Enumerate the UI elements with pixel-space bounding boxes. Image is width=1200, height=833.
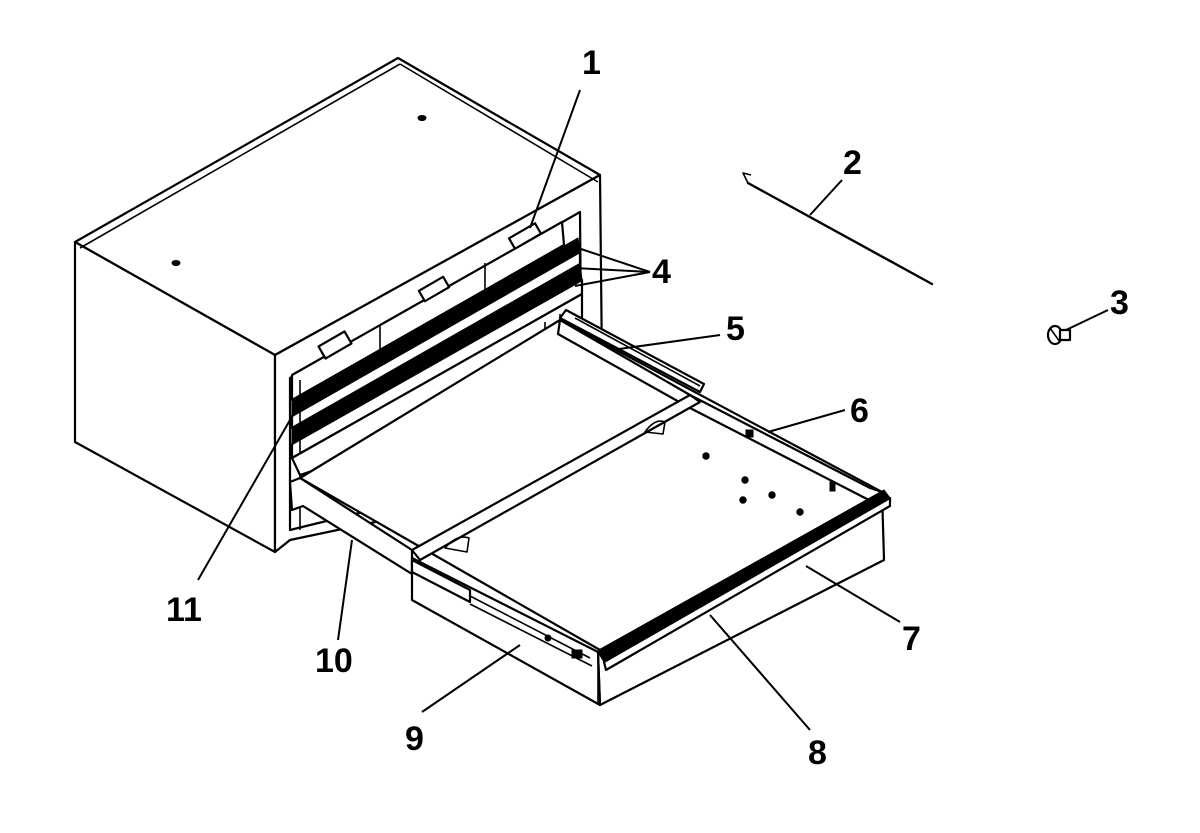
leader-7	[805, 565, 901, 623]
callout-1: 1	[582, 44, 601, 82]
leader-5	[611, 334, 721, 351]
callout-5: 5	[726, 310, 745, 348]
leader-6	[767, 409, 846, 433]
leader-4a	[571, 245, 651, 273]
leader-8	[709, 614, 811, 731]
leader-4c	[574, 271, 651, 287]
leader-9	[421, 644, 521, 713]
leader-1	[529, 89, 581, 229]
callout-8: 8	[808, 734, 827, 772]
callout-7: 7	[902, 620, 921, 658]
callout-10: 10	[315, 642, 353, 680]
callout-labels: 1 2 3 4 5 6 7 8 9 10 11	[166, 44, 1129, 772]
callout-11: 11	[166, 591, 202, 629]
callout-2: 2	[843, 144, 862, 182]
leader-2	[809, 179, 843, 216]
callout-9: 9	[405, 720, 424, 758]
part-3-screw-icon	[1046, 324, 1072, 346]
callout-6: 6	[850, 392, 869, 430]
callout-3: 3	[1110, 284, 1129, 322]
leader-11	[197, 419, 291, 581]
part-2-rod	[742, 172, 934, 286]
open-drawer	[288, 308, 892, 707]
leader-3	[1065, 309, 1109, 331]
closed-drawer-fronts	[290, 220, 584, 530]
leader-lines	[197, 89, 1109, 731]
leader-10	[337, 539, 353, 641]
leader-4b	[573, 267, 651, 273]
callout-4: 4	[652, 253, 671, 291]
